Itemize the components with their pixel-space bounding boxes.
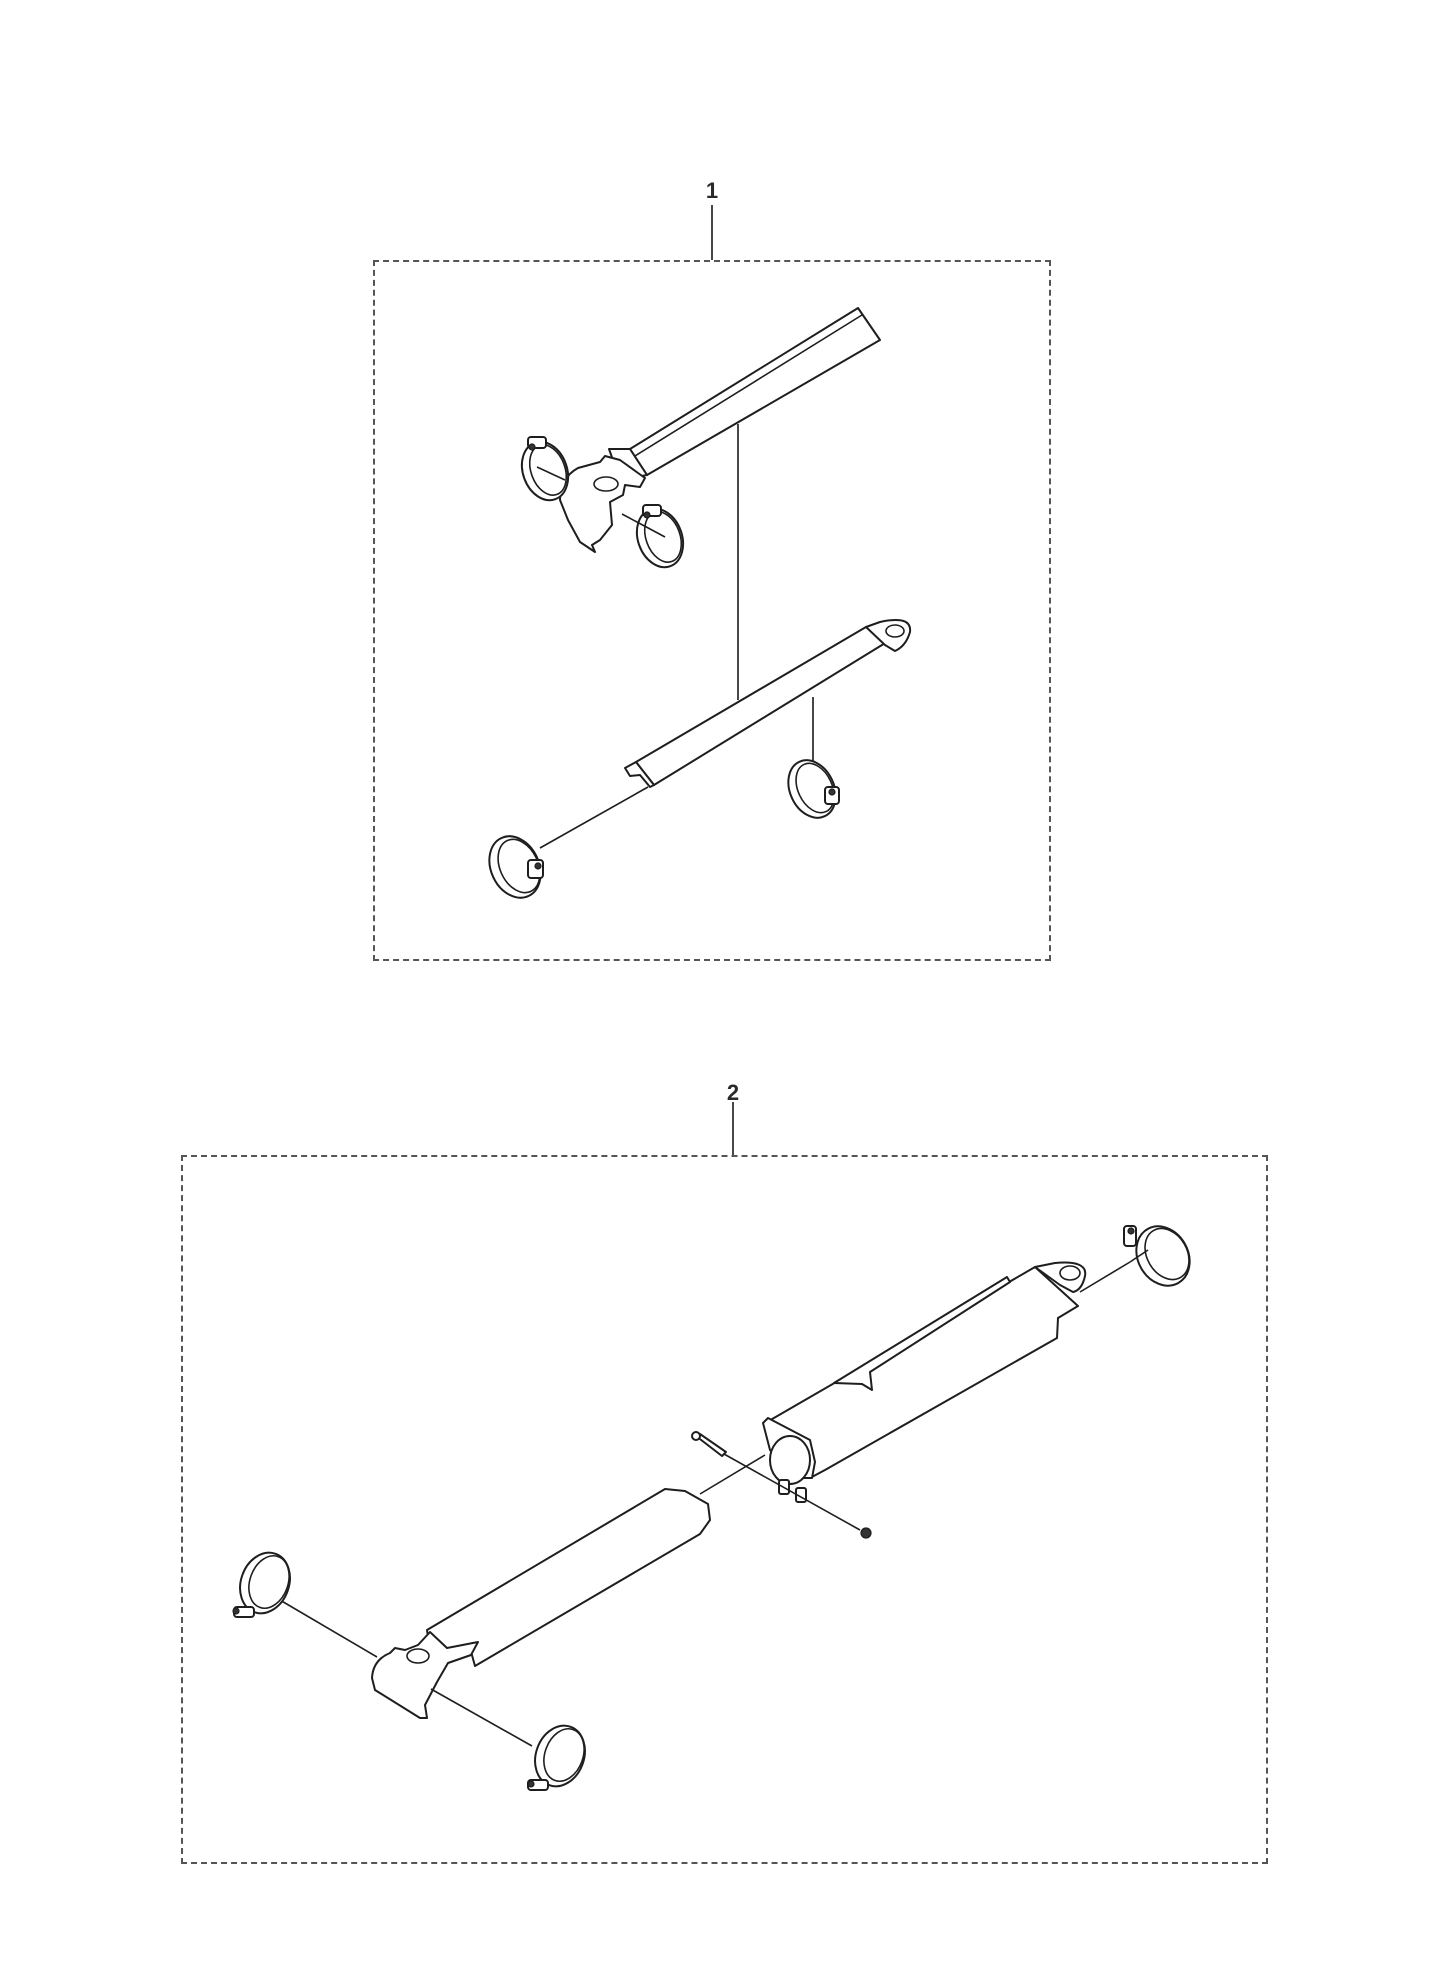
hose-clamp bbox=[527, 1724, 586, 1791]
kit-2-boundary bbox=[181, 1155, 1268, 1864]
front-shield-housing-with-eyelet bbox=[762, 1261, 1131, 1503]
kit-1-parts bbox=[488, 307, 912, 899]
hose-clamp bbox=[488, 835, 544, 899]
hose-clamp bbox=[621, 504, 685, 569]
hose-clamp bbox=[232, 1551, 291, 1618]
nut bbox=[860, 1527, 872, 1539]
upper-guard-tube bbox=[559, 307, 881, 700]
hose-clamp bbox=[787, 759, 840, 819]
callout-kit-2: 2 bbox=[726, 1080, 740, 1105]
hose-clamp bbox=[1123, 1225, 1191, 1287]
lower-guard-tube-with-eyelet bbox=[539, 619, 912, 849]
rear-shield-tube bbox=[267, 1454, 766, 1747]
kit-1-boundary bbox=[373, 260, 1051, 961]
kit-2-parts bbox=[232, 1225, 1191, 1791]
callout-kit-1: 1 bbox=[705, 178, 719, 203]
hose-clamp bbox=[520, 436, 570, 502]
